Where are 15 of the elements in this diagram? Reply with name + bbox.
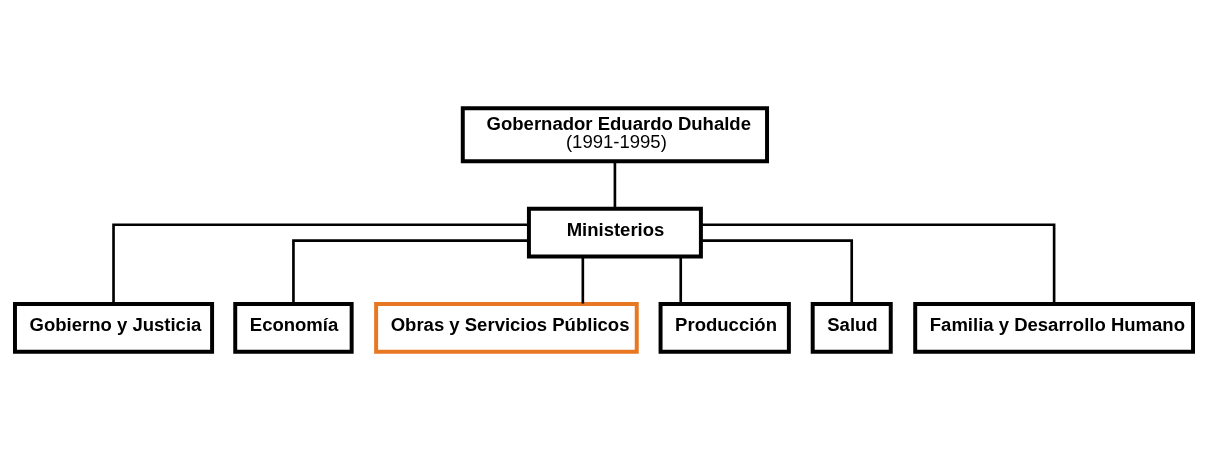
node-box: Salud xyxy=(810,301,893,354)
node-box: Ministerios xyxy=(526,206,703,258)
connector xyxy=(613,161,617,209)
connector xyxy=(679,256,683,304)
node-box: Obras y Servicios Públicos xyxy=(374,301,639,354)
node-box: Economía xyxy=(233,301,354,354)
node-box: Producción xyxy=(658,301,791,354)
connector xyxy=(581,256,585,304)
node-box: Gobierno y Justicia xyxy=(13,301,215,354)
connector xyxy=(701,222,1056,304)
node-box: Gobernador Eduardo Duhalde (1991-1995) xyxy=(460,105,770,163)
node-box: Familia y Desarrollo Humano xyxy=(913,301,1195,354)
connector xyxy=(701,238,854,304)
connector xyxy=(292,238,529,304)
connector xyxy=(112,222,529,304)
